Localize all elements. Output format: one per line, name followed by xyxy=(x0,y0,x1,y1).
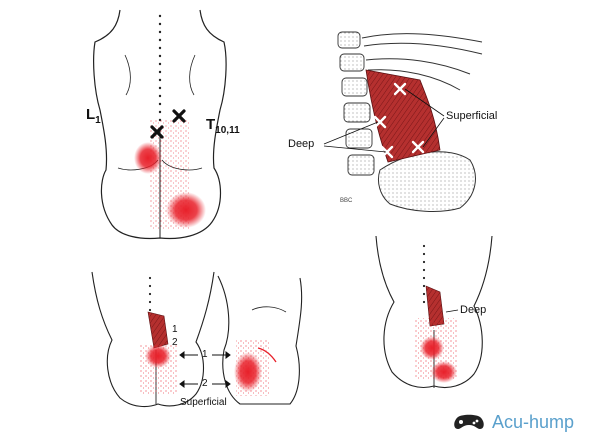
label-t10-11: T10,11 xyxy=(206,116,240,136)
direction-arrows xyxy=(179,351,231,388)
label-copyright: BBC xyxy=(340,198,353,204)
panel-anatomy-top-right xyxy=(323,31,483,212)
referral-spot xyxy=(431,361,457,383)
panel-bottom-right xyxy=(375,235,493,389)
ribs xyxy=(361,33,483,91)
label-superficial-bottom: Superficial xyxy=(180,397,227,408)
iliac-crest xyxy=(377,151,476,212)
stipple-zone xyxy=(236,340,270,396)
stipple-zone xyxy=(140,345,178,395)
label-deep-right: Deep xyxy=(460,304,487,316)
trigger-point-x-marker xyxy=(373,82,425,159)
leader-lines xyxy=(323,88,445,153)
trigger-point-x-marker xyxy=(150,109,186,139)
label-num-2: 2 xyxy=(172,337,178,348)
spine-dots xyxy=(158,14,162,122)
body-outline-side xyxy=(217,275,303,405)
panel-back-top-left xyxy=(93,9,227,240)
brand-logo: Acu-hump xyxy=(452,408,602,436)
quadratus-lumborum-muscle xyxy=(365,69,441,163)
label-num-1: 1 xyxy=(172,324,178,335)
label-l1: L1 xyxy=(86,106,101,126)
vertebral-column xyxy=(337,31,375,176)
label-deep: Deep xyxy=(288,138,315,150)
label-superficial: Superficial xyxy=(446,110,498,122)
referral-spot xyxy=(134,142,162,174)
label-arrow-2: 2 xyxy=(202,378,208,389)
leader-line xyxy=(445,309,459,313)
spine-dots xyxy=(422,244,426,304)
brand-name: Acu-hump xyxy=(492,411,575,432)
gamepad-icon xyxy=(454,414,484,429)
body-outline xyxy=(91,271,215,408)
referral-spot xyxy=(166,192,206,228)
panel-bottom-left xyxy=(91,271,303,408)
referral-spot xyxy=(420,336,444,360)
label-arrow-1: 1 xyxy=(202,349,208,360)
quadratus-lumborum-muscle xyxy=(147,311,169,349)
